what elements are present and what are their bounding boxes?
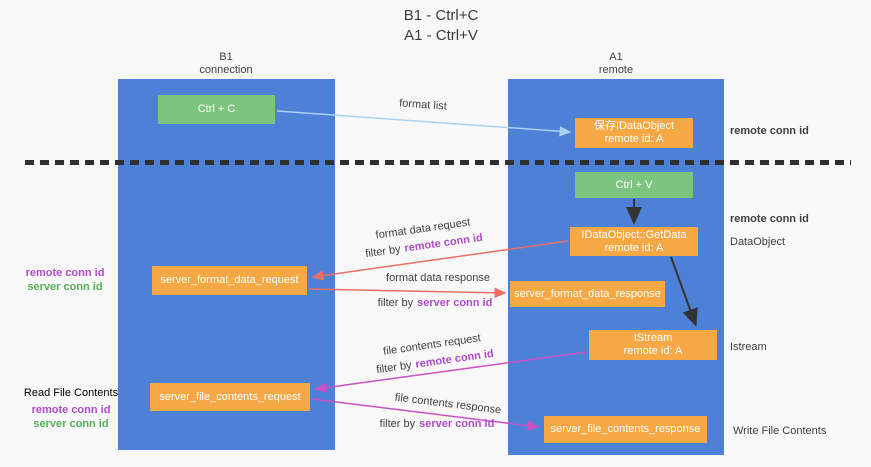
annotation-remote-conn-id: remote conn id [25, 267, 105, 279]
node-ctrl-v: Ctrl + V [575, 172, 693, 198]
lane-header-a1: A1 remote [599, 51, 633, 77]
node-format-response-label: server_format_data_response [514, 287, 661, 300]
node-idataobject-getdata: IDataObject::GetData remote id: A [570, 227, 698, 256]
diagram-title: B1 - Ctrl+C A1 - Ctrl+V [404, 6, 479, 46]
node-save-idataobject-line1: 保存IDataObject [593, 120, 675, 132]
annotation-remote-conn-id: remote conn id [730, 125, 809, 137]
annotation-dataobject: DataObject [730, 236, 786, 248]
node-istream-line1: IStream [633, 332, 673, 344]
filter-key-server-conn-id: server conn id [419, 418, 495, 430]
filter-prefix: filter by [375, 359, 413, 377]
label-file-contents-response: file contents response [394, 392, 502, 417]
node-ctrl-c-label: Ctrl + C [197, 103, 236, 115]
node-ctrl-c: Ctrl + C [158, 95, 275, 124]
filter-prefix: filter by [364, 243, 402, 261]
node-server-format-data-request: server_format_data_request [152, 266, 307, 295]
node-file-response-label: server_file_contents_response [550, 423, 701, 435]
annotation-remote-conn-id: remote conn id [31, 404, 111, 416]
node-save-idataobject: 保存IDataObject remote id: A [575, 118, 693, 148]
lane-a1-name: A1 [609, 51, 623, 63]
label-file-contents-response-text: file contents response [394, 391, 502, 417]
phase-separator-dashed-line [25, 160, 851, 165]
node-server-file-contents-response: server_file_contents_response [544, 416, 707, 443]
title-line-1: B1 - Ctrl+C [403, 7, 479, 24]
annotation-remote-conn-id: remote conn id [730, 213, 809, 225]
filter-prefix: filter by [379, 418, 416, 430]
node-istream: IStream remote id: A [589, 330, 717, 360]
node-file-request-label: server_file_contents_request [159, 390, 301, 403]
arrow-format-data-response [308, 287, 507, 299]
node-getdata-line1: IDataObject::GetData [581, 228, 687, 241]
annotation-server-conn-id: server conn id [27, 281, 103, 293]
annotation-read-file-contents: Read File Contents [23, 387, 119, 399]
label-format-list-text: format list [398, 97, 448, 113]
node-server-file-contents-request: server_file_contents_request [150, 383, 310, 411]
node-getdata-line2: remote id: A [604, 241, 664, 254]
title-line-2: A1 - Ctrl+V [404, 27, 478, 44]
node-format-request-label: server_format_data_request [160, 274, 299, 286]
annotation-write-file-contents: Write File Contents [733, 425, 827, 437]
lane-header-b1: B1 connection [199, 51, 252, 77]
node-save-idataobject-line2: remote id: A [604, 133, 664, 145]
label-format-data-response-text: format data response [386, 272, 490, 284]
filter-key-server-conn-id: server conn id [417, 297, 493, 309]
label-format-data-response: format data response [386, 272, 490, 284]
lane-b1-name: B1 [219, 51, 233, 63]
label-format-list: format list [399, 97, 447, 112]
filter-prefix: filter by [377, 297, 414, 309]
node-istream-line2: remote id: A [623, 345, 683, 357]
lane-b1-subtitle: connection [199, 64, 253, 76]
node-server-format-data-response: server_format_data_response [510, 281, 665, 307]
annotation-server-conn-id: server conn id [33, 418, 109, 430]
annotation-left-file-ids: Read File Contents remote conn id server… [13, 386, 129, 431]
lane-a1-subtitle: remote [598, 64, 634, 76]
annotation-istream: Istream [730, 341, 767, 353]
node-ctrl-v-label: Ctrl + V [615, 178, 653, 191]
annotation-left-format-ids: remote conn id server conn id [10, 266, 120, 294]
